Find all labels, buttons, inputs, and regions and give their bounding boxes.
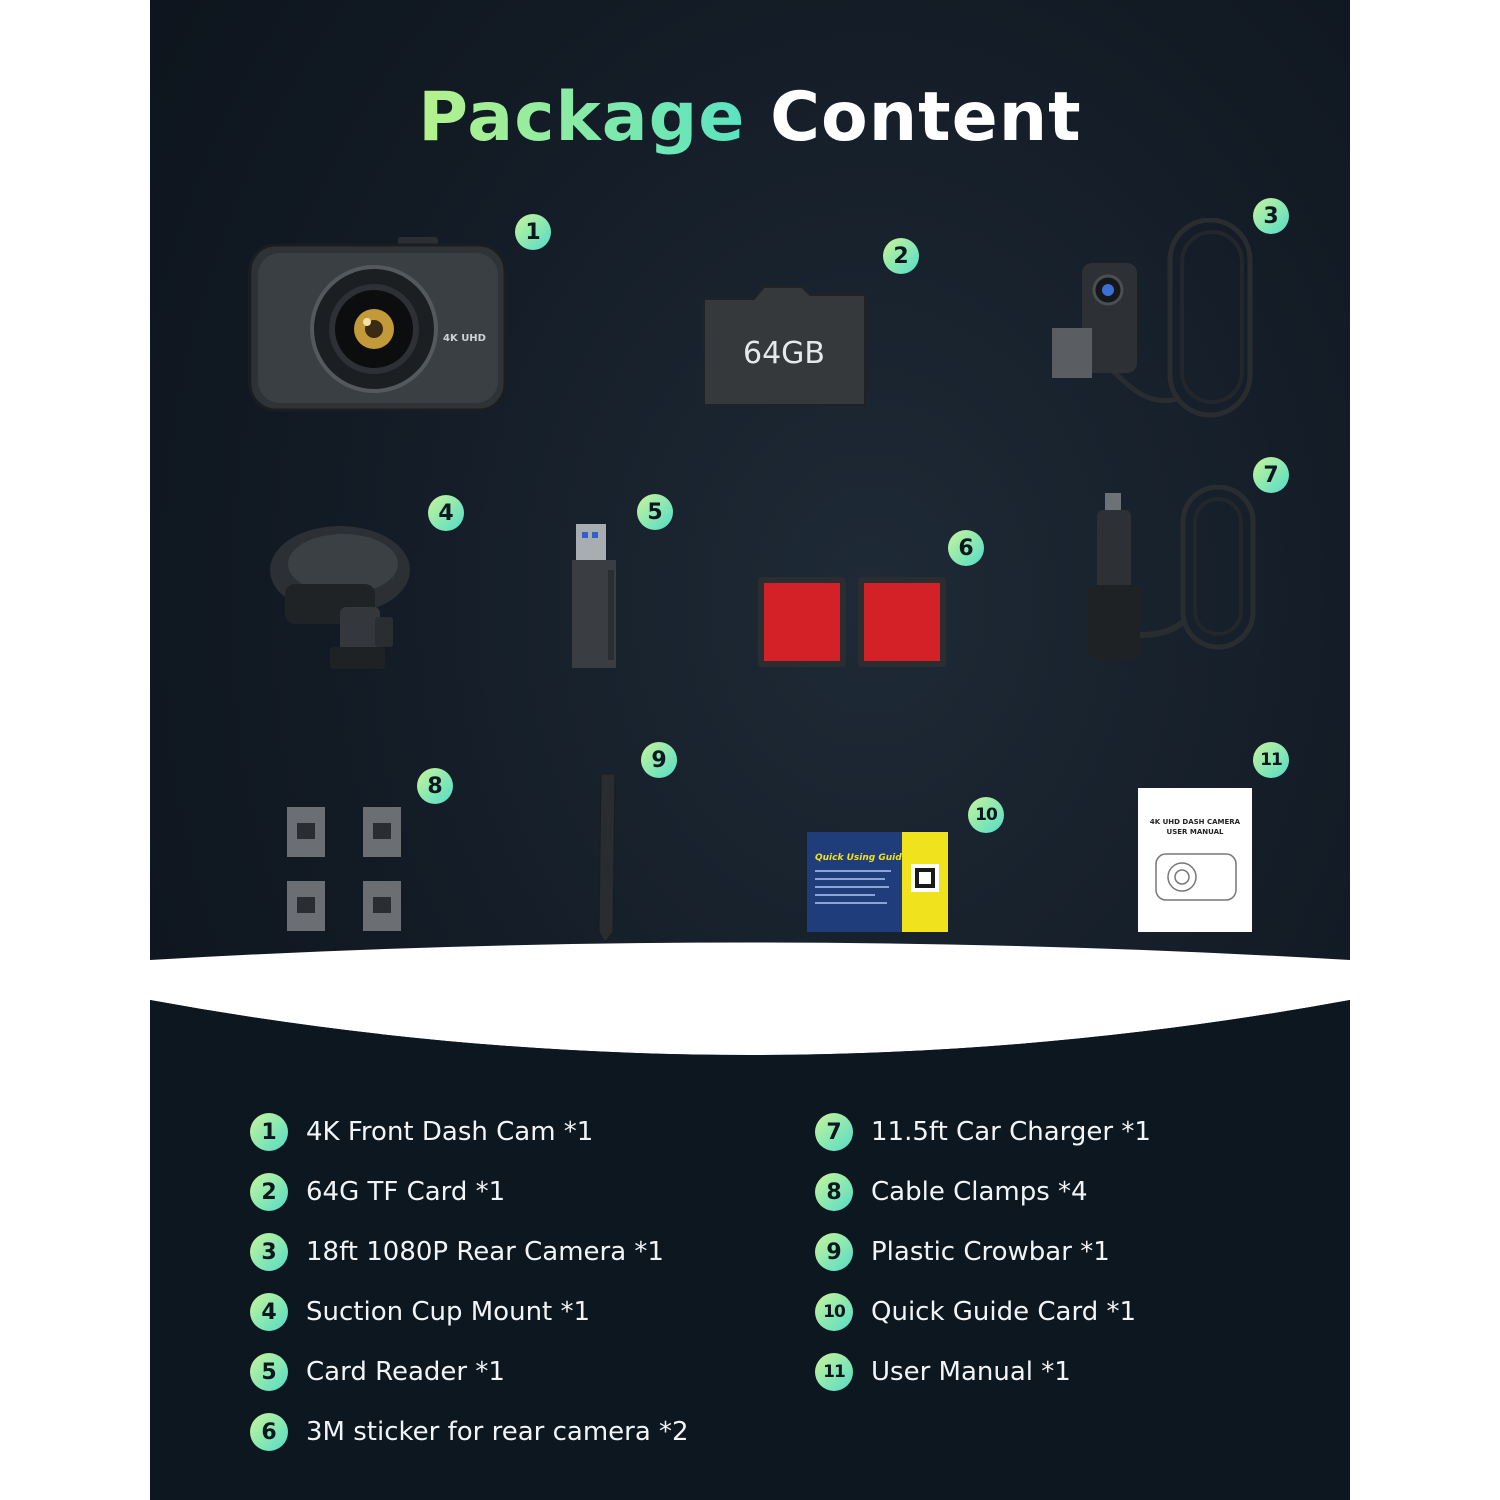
guide-card-title: Quick Using Guide [815,853,908,863]
list-text-7: 11.5ft Car Charger *1 [871,1117,1151,1147]
list-badge-6: 6 [250,1413,288,1451]
plastic-crowbar-image [598,773,616,943]
list-item-11: 11 User Manual *1 [815,1352,1071,1392]
list-badge-4: 4 [250,1293,288,1331]
item-badge-1: 1 [515,214,551,250]
quick-guide-card-image: Quick Using Guide [807,832,948,932]
list-text-5: Card Reader *1 [306,1357,505,1387]
manual-title-line-2: USER MANUAL [1166,828,1224,836]
item-badge-9: 9 [641,742,677,778]
title-accent: Package [418,78,746,157]
list-item-8: 8 Cable Clamps *4 [815,1172,1088,1212]
list-text-1: 4K Front Dash Cam *1 [306,1117,594,1147]
list-badge-2: 2 [250,1173,288,1211]
list-item-10: 10 Quick Guide Card *1 [815,1292,1136,1332]
sd-card-label: 64GB [743,336,825,371]
list-badge-1: 1 [250,1113,288,1151]
car-charger-image [1087,485,1256,660]
item-badge-5: 5 [637,494,673,530]
list-item-4: 4 Suction Cup Mount *1 [250,1292,590,1332]
cable-clamps-image [287,807,401,931]
rear-camera-image [1052,218,1253,418]
list-item-6: 6 3M sticker for rear camera *2 [250,1412,689,1452]
package-content-panel: Package Content 4K UHD 64GB [150,0,1350,1500]
item-badge-2: 2 [883,238,919,274]
list-badge-8: 8 [815,1173,853,1211]
list-text-9: Plastic Crowbar *1 [871,1237,1110,1267]
page-title: Package Content [150,78,1350,157]
list-badge-3: 3 [250,1233,288,1271]
suction-cup-mount-image [270,526,410,669]
item-badge-10: 10 [968,797,1004,833]
list-text-3: 18ft 1080P Rear Camera *1 [306,1237,664,1267]
list-text-4: Suction Cup Mount *1 [306,1297,591,1327]
list-badge-10: 10 [815,1293,853,1331]
card-reader-image [572,524,616,668]
item-badge-4: 4 [428,495,464,531]
dash-badge-text: 4K UHD [443,333,486,344]
title-rest: Content [770,78,1082,157]
list-badge-7: 7 [815,1113,853,1151]
list-text-2: 64G TF Card *1 [306,1177,506,1207]
list-text-11: User Manual *1 [871,1357,1071,1387]
list-item-7: 7 11.5ft Car Charger *1 [815,1112,1151,1152]
list-badge-9: 9 [815,1233,853,1271]
list-item-1: 1 4K Front Dash Cam *1 [250,1112,593,1152]
list-text-6: 3M sticker for rear camera *2 [306,1417,689,1447]
front-dash-cam-image: 4K UHD [248,237,507,412]
list-panel [150,1080,1350,1500]
user-manual-image: 4K UHD DASH CAMERA USER MANUAL [1138,788,1252,932]
item-badge-7: 7 [1253,457,1289,493]
sd-card-image: 64GB [703,286,866,406]
list-item-3: 3 18ft 1080P Rear Camera *1 [250,1232,664,1272]
3m-stickers-image [758,577,946,667]
list-item-2: 2 64G TF Card *1 [250,1172,505,1212]
list-item-9: 9 Plastic Crowbar *1 [815,1232,1110,1272]
list-text-10: Quick Guide Card *1 [871,1297,1137,1327]
wave-divider [150,942,1350,1080]
item-badge-8: 8 [417,768,453,804]
manual-camera-illustration [1155,853,1237,901]
item-badge-11: 11 [1253,742,1289,778]
list-item-5: 5 Card Reader *1 [250,1352,505,1392]
list-text-8: Cable Clamps *4 [871,1177,1088,1207]
list-badge-11: 11 [815,1353,853,1391]
manual-title-line-1: 4K UHD DASH CAMERA [1149,818,1241,826]
list-badge-5: 5 [250,1353,288,1391]
item-badge-6: 6 [948,530,984,566]
item-badge-3: 3 [1253,198,1289,234]
